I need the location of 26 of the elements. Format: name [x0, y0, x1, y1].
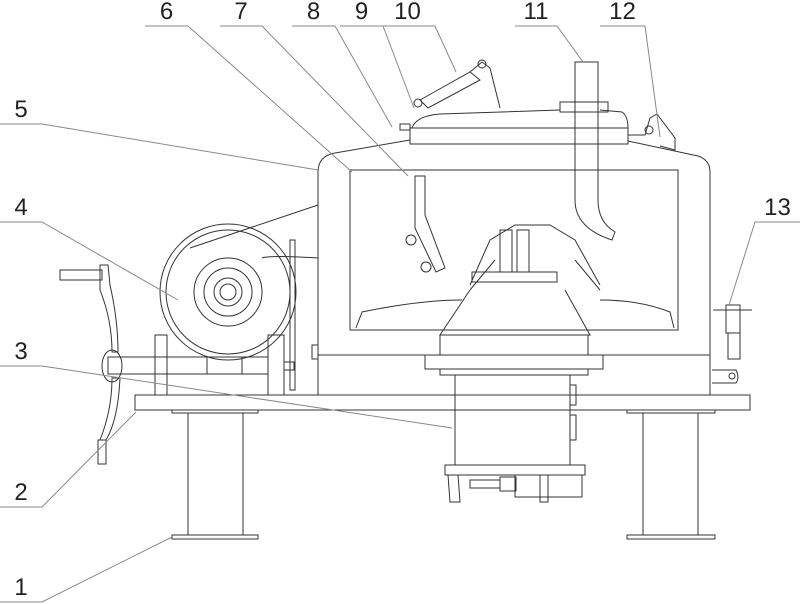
leader-line — [340, 26, 414, 108]
callout-number: 5 — [0, 96, 42, 124]
callout-number: 8 — [292, 0, 335, 26]
leader-line — [144, 26, 352, 172]
callout-number: 2 — [0, 479, 42, 507]
callout-number: 1 — [0, 574, 42, 602]
callout-number: 12 — [600, 0, 645, 26]
leader-line — [0, 222, 178, 300]
leader-line — [0, 124, 318, 170]
leader-line — [220, 26, 408, 176]
leader-line — [600, 26, 660, 138]
leader-line — [514, 26, 584, 62]
callout-number: 4 — [0, 194, 42, 222]
callout-number: 10 — [380, 0, 435, 26]
callout-number: 13 — [755, 194, 800, 222]
callout-number: 7 — [220, 0, 262, 26]
leader-line — [380, 26, 456, 72]
callout-number: 3 — [0, 338, 42, 366]
callout-number: 9 — [340, 0, 383, 26]
leader-line — [728, 222, 800, 306]
leader-line — [0, 412, 136, 508]
leader-line — [0, 536, 172, 602]
leader-line — [0, 366, 452, 428]
callout-number: 11 — [515, 0, 557, 26]
callout-number: 6 — [145, 0, 188, 26]
leader-line — [292, 26, 392, 128]
